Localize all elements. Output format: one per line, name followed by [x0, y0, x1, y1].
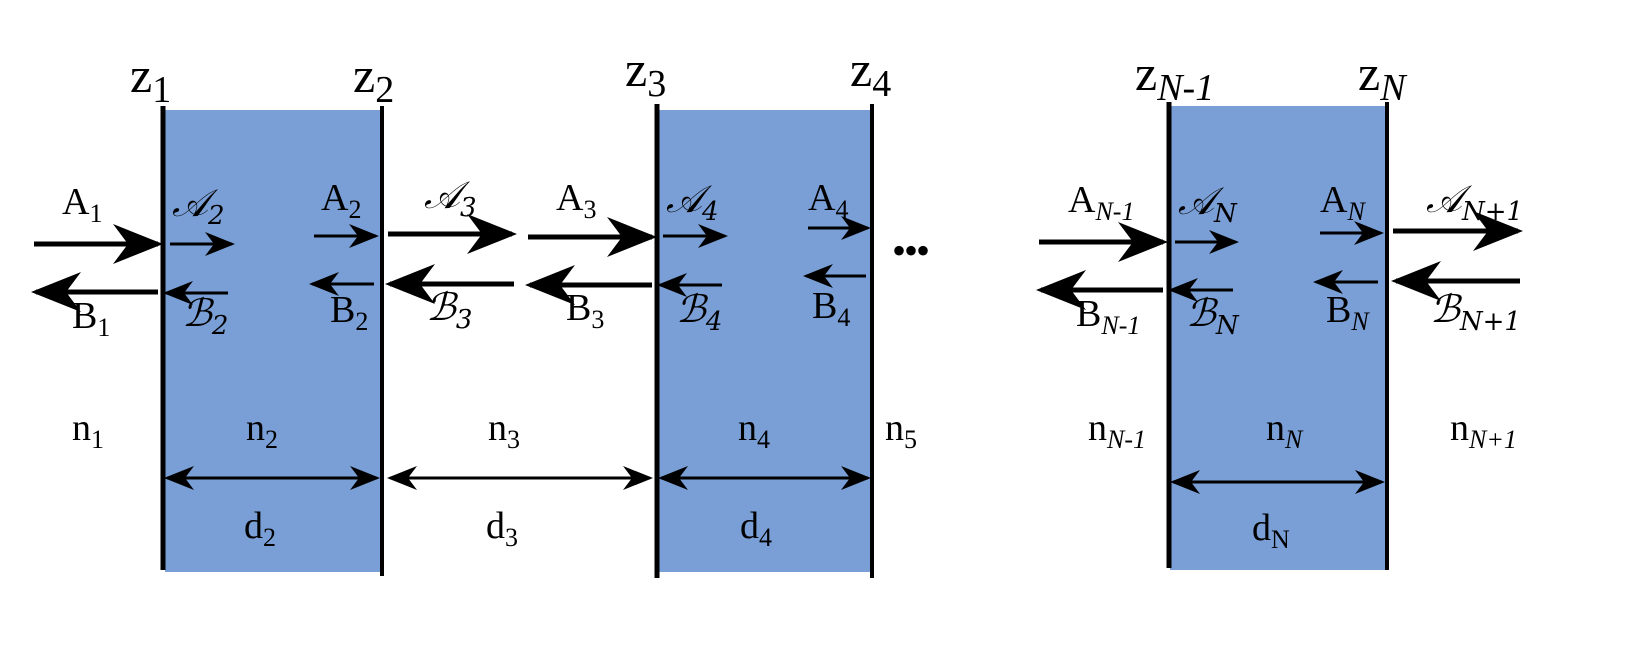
boundary-label-z2: z2	[353, 47, 394, 111]
boundary-label-z1: z1	[130, 47, 171, 111]
label-cBN+1: ℬN+1	[1430, 287, 1521, 337]
label-cB2: ℬ2	[182, 291, 228, 341]
index-label-nN-1: nN-1	[1088, 407, 1146, 454]
label-AN: AN	[1320, 179, 1366, 226]
thickness-label-d3: d3	[486, 505, 518, 552]
index-label-n3: n3	[488, 407, 520, 454]
thickness-label-dN: dN	[1252, 507, 1290, 554]
label-B2: B2	[330, 289, 368, 336]
label-cB4: ℬ4	[676, 287, 722, 337]
label-BN: BN	[1326, 289, 1370, 336]
index-label-nN+1: nN+1	[1450, 407, 1517, 454]
label-BN-1: BN-1	[1076, 293, 1140, 340]
slab-2	[165, 110, 383, 572]
index-label-n2: n2	[246, 407, 278, 454]
label-cA3: 𝒜3	[424, 173, 477, 223]
label-cBN: ℬN	[1186, 291, 1240, 341]
index-label-n4: n4	[738, 407, 770, 454]
slab-4	[659, 110, 872, 572]
label-cAN+1: 𝒜N+1	[1426, 177, 1523, 227]
label-A4: A4	[808, 177, 848, 224]
label-A3: A3	[556, 177, 596, 224]
label-AN-1: AN-1	[1068, 179, 1134, 226]
thickness-label-d4: d4	[740, 505, 772, 552]
index-label-n5: n5	[885, 407, 917, 454]
label-cB3: ℬ3	[426, 285, 472, 335]
label-B3: B3	[566, 287, 604, 334]
boundary-label-zN-1: zN-1	[1135, 45, 1214, 109]
label-B4: B4	[812, 285, 850, 332]
label-cA4: 𝒜4	[666, 177, 719, 227]
label-B1: B1	[72, 295, 110, 342]
label-A2: A2	[321, 177, 361, 224]
boundary-label-z3: z3	[625, 41, 666, 105]
boundary-label-zN: zN	[1358, 45, 1408, 109]
boundary-label-z4: z4	[850, 41, 891, 105]
index-label-n1: n1	[72, 407, 104, 454]
thickness-label-d2: d2	[244, 505, 276, 552]
slab-N	[1170, 106, 1388, 570]
ellipsis: •••	[892, 228, 928, 273]
index-label-nN: nN	[1266, 407, 1304, 454]
label-A1: A1	[62, 181, 102, 228]
